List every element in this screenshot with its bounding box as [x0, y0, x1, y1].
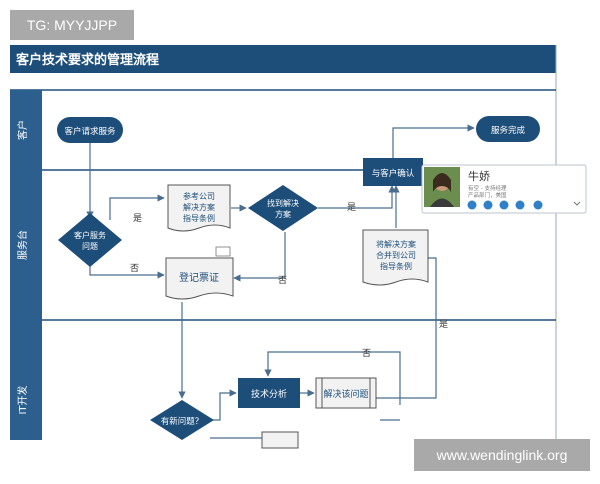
- node-ref-solution-line3: 指导条例: [183, 213, 215, 223]
- node-ref-solution-line2: 解决方案: [183, 202, 215, 212]
- node-customer-issue-line1: 客户服务: [74, 230, 106, 240]
- email-icon[interactable]: [515, 200, 525, 210]
- lane-header-customer: [10, 90, 42, 170]
- contact-card[interactable]: 牛娇 有空 - 支持经理 产品部门，美国: [421, 164, 587, 214]
- node-customer-issue-line2: 问题: [82, 242, 98, 251]
- node-register-label: 登记票证: [179, 271, 219, 284]
- label-no-3: 否: [362, 348, 371, 359]
- node-find-solution: [248, 185, 318, 231]
- label-yes-2: 是: [347, 202, 356, 213]
- edge-labels: 是 否 是 否 否 是: [130, 202, 448, 359]
- label-yes-1: 是: [133, 213, 142, 224]
- contact-detail: 产品部门，美国: [468, 191, 507, 199]
- node-done-label: 服务完成: [491, 125, 526, 136]
- diagram-title: 客户技术要求的管理流程: [16, 52, 159, 68]
- calendar-icon[interactable]: [533, 200, 543, 210]
- chevron-down-icon[interactable]: [573, 201, 581, 206]
- node-find-solution-line1: 找到解决: [267, 198, 299, 208]
- label-no-1: 否: [130, 263, 139, 274]
- node-customer-issue: [58, 213, 122, 267]
- node-tech-analysis: [238, 378, 300, 408]
- node-submit-solution-line2: 合并到公司: [376, 250, 416, 260]
- node-new-issue-label: 有新问题？: [161, 416, 204, 427]
- node-submit-solution-line1: 将解决方案: [376, 239, 416, 249]
- node-resolve-label: 解决该问题: [323, 388, 368, 400]
- lane-label-it: IT开发: [16, 385, 29, 414]
- label-yes-3: 是: [439, 319, 448, 330]
- node-register: [165, 257, 234, 300]
- lane-header-service-desk: [10, 170, 42, 320]
- node-confirm-label: 与客户确认: [372, 168, 415, 179]
- node-find-solution-line2: 方案: [275, 209, 291, 219]
- video-icon[interactable]: [499, 200, 509, 210]
- node-tech-analysis-label: 技术分析: [251, 388, 287, 400]
- call-icon[interactable]: [483, 200, 493, 210]
- comment-icon: [215, 246, 231, 257]
- node-confirm: [363, 158, 423, 186]
- lane-label-customer: 客户: [16, 120, 29, 140]
- node-ref-solution-line1: 参考公司: [183, 191, 215, 201]
- node-submit-solution: [362, 229, 429, 286]
- node-done: [476, 116, 540, 142]
- watermark-bottom: www.wendinglink.org: [414, 439, 590, 471]
- node-request-label: 客户请求服务: [64, 126, 116, 137]
- node-new-issue: [150, 400, 214, 440]
- node-partial: [261, 431, 299, 449]
- im-icon[interactable]: [467, 200, 477, 210]
- node-ref-solution: [167, 184, 231, 232]
- node-resolve: [315, 377, 377, 409]
- label-no-2: 否: [278, 275, 287, 286]
- title-bar: [10, 45, 556, 73]
- contact-name: 牛娇: [468, 169, 490, 183]
- watermark-top: TG: MYYJJPP: [10, 10, 134, 40]
- lane-header-it: [10, 320, 42, 440]
- node-submit-solution-line3: 指导条例: [380, 261, 412, 271]
- contact-status: 有空 - 支持经理: [468, 184, 507, 192]
- node-request: [57, 117, 123, 143]
- lane-label-service-desk: 服务台: [16, 230, 29, 260]
